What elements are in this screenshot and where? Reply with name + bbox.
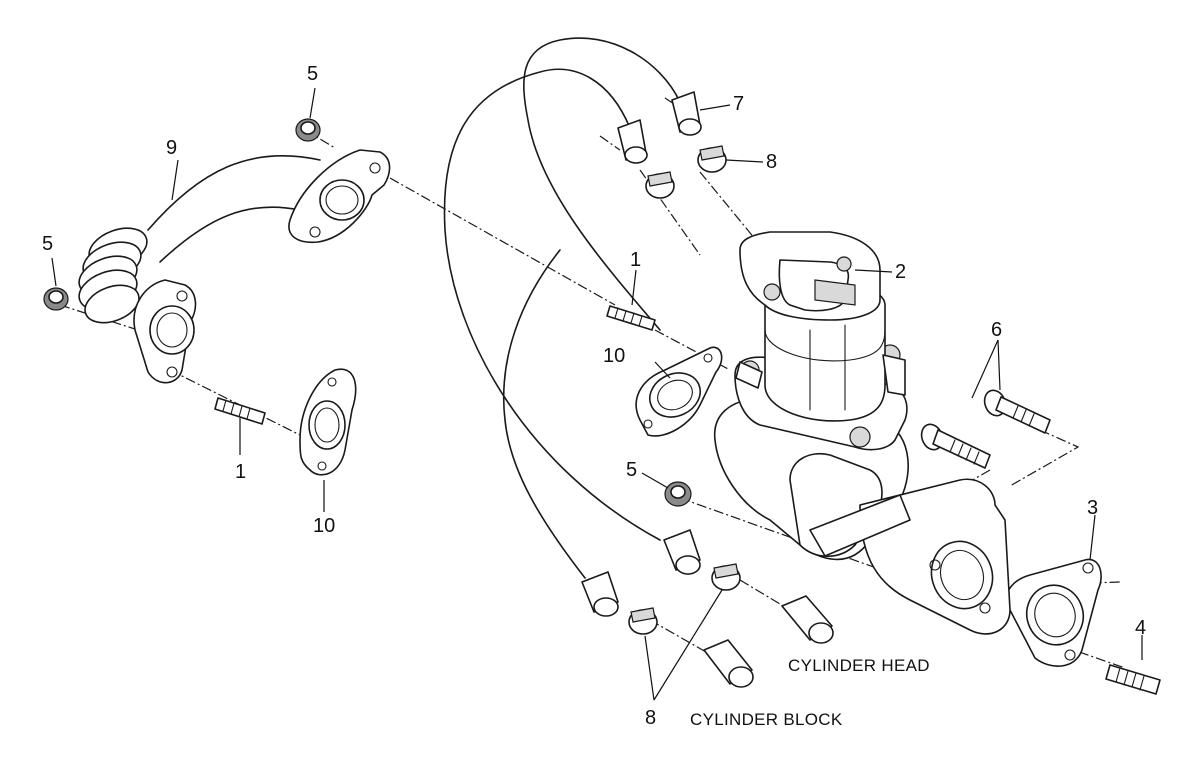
nipple-cylinder-head — [781, 595, 834, 644]
hose-clamp-8-c — [711, 563, 741, 591]
stud-1-upper — [606, 305, 656, 331]
hose-clamp-8-d — [628, 607, 658, 635]
egr-valve — [713, 231, 909, 561]
hose-clamp-8-a — [697, 145, 727, 173]
callout-10-left: 10 — [313, 515, 335, 537]
hose-sleeve-lower-2 — [581, 571, 619, 617]
callout-1-lower: 1 — [235, 461, 246, 483]
callout-5-top: 5 — [307, 63, 318, 85]
callout-3: 3 — [1087, 497, 1098, 519]
nut-5-mid — [664, 481, 692, 507]
callout-8-lower: 8 — [645, 707, 656, 729]
callout-2: 2 — [895, 261, 906, 283]
callout-7: 7 — [733, 93, 744, 115]
gasket-3 — [1005, 558, 1102, 667]
nut-5-left — [43, 287, 69, 311]
callout-8-upper: 8 — [766, 151, 777, 173]
caption-cylinder-block: CYLINDER BLOCK — [690, 710, 843, 729]
bolt-6-left — [920, 423, 991, 469]
stud-1-lower — [214, 397, 266, 425]
hose-sleeve-7-upper — [671, 91, 702, 136]
callout-5-left: 5 — [42, 233, 53, 255]
hose-clamp-8-b — [645, 171, 675, 199]
bolt-6-right — [983, 389, 1051, 434]
gasket-10-mid — [635, 346, 723, 437]
callout-1-upper: 1 — [630, 249, 641, 271]
callout-5-mid: 5 — [626, 459, 637, 481]
callout-4: 4 — [1135, 617, 1146, 639]
callout-9: 9 — [166, 137, 177, 159]
stud-4 — [1105, 664, 1161, 695]
nut-5-top — [295, 118, 321, 142]
hose-sleeve-lower-1 — [663, 529, 701, 575]
caption-cylinder-head: CYLINDER HEAD — [788, 656, 930, 675]
gasket-10-left — [299, 368, 357, 476]
callout-labels: 5 9 5 1 1 10 10 2 6 5 3 4 7 8 8 — [42, 63, 1146, 729]
hose-sleeve-7-left — [617, 119, 648, 164]
callout-10-mid: 10 — [603, 345, 625, 367]
nipple-cylinder-block — [703, 639, 754, 688]
water-hose-loops — [443, 37, 681, 579]
pipe-bellows — [78, 227, 148, 324]
egr-adapter — [809, 478, 1011, 635]
callout-6: 6 — [991, 319, 1002, 341]
leader-lines — [51, 87, 1143, 701]
egr-pipe — [78, 149, 391, 384]
